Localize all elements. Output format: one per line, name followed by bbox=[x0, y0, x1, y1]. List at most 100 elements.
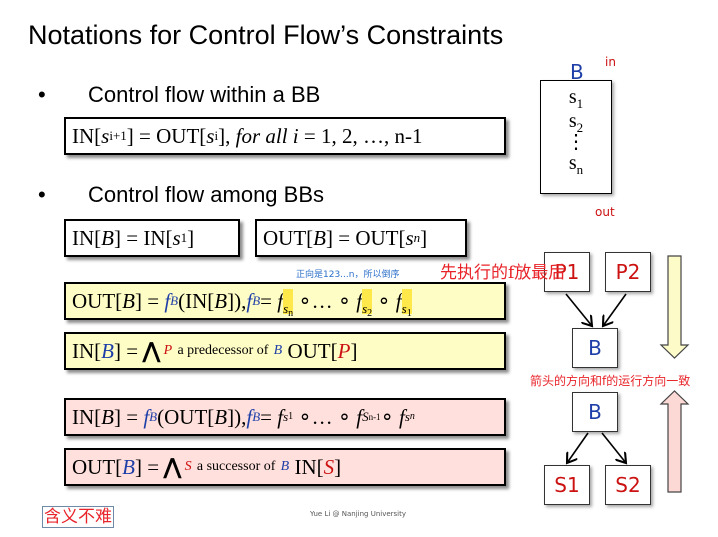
cfg-node-b-forward: B bbox=[572, 328, 618, 368]
bullet-dot: • bbox=[38, 82, 46, 107]
eq-text: a predecessor of bbox=[177, 343, 269, 358]
eq-text: ] = OUT[ bbox=[325, 225, 406, 250]
eq-var: S bbox=[184, 459, 192, 474]
eq-text: IN[ bbox=[72, 338, 102, 363]
eq-func: f bbox=[356, 288, 363, 313]
meet-operator: ⋀ bbox=[163, 454, 182, 480]
eq-var: B bbox=[214, 288, 228, 313]
eq-text: ] = bbox=[134, 288, 160, 313]
eq-text: ] bbox=[334, 454, 342, 479]
slide-title: Notations for Control Flow’s Constraints bbox=[28, 20, 504, 50]
equation-backward-meet: OUT[B] = ⋀S a successor of B IN[S] bbox=[64, 448, 506, 486]
compose-op: ∘ bbox=[337, 288, 351, 313]
cfg-node-s2: S2 bbox=[605, 465, 651, 505]
cfg-node-b-backward: B bbox=[572, 392, 618, 432]
bb-out-label: out bbox=[595, 205, 615, 219]
compose-op: ∘ bbox=[380, 404, 394, 429]
eq-var: B bbox=[122, 288, 135, 313]
eq-text: ] = bbox=[113, 404, 139, 429]
eq-func: f bbox=[277, 404, 284, 429]
compose-op: ∘ bbox=[377, 288, 391, 313]
edge-p1-b bbox=[565, 293, 592, 326]
meet-operator: ⋀ bbox=[142, 338, 161, 364]
bullet-dot: • bbox=[38, 182, 46, 207]
eq-func: f bbox=[277, 288, 284, 313]
eq-var: S bbox=[323, 454, 335, 479]
eq-sub: s bbox=[401, 300, 407, 316]
bb-stmt: sn bbox=[568, 152, 584, 177]
eq-text: ] = bbox=[134, 454, 160, 479]
compose-op: ∘ bbox=[298, 404, 312, 429]
eq-text: ]), bbox=[227, 404, 247, 429]
eq-text: OUT[ bbox=[263, 225, 314, 250]
eq-func: f bbox=[164, 288, 171, 313]
eq-for-all: for all i bbox=[235, 123, 299, 148]
eq-text: = bbox=[260, 288, 272, 313]
eq-text: ], bbox=[218, 123, 231, 148]
eq-var: s bbox=[172, 225, 181, 250]
eq-func: f bbox=[395, 288, 402, 313]
eq-text: ] bbox=[187, 225, 195, 250]
eq-text: OUT[ bbox=[72, 288, 123, 313]
eq-var: B bbox=[273, 343, 283, 358]
eq-func: f bbox=[356, 404, 363, 429]
eq-sub: s bbox=[362, 300, 368, 316]
eq-var: B bbox=[101, 404, 114, 429]
annotation-meaning-easy: 含义不难 bbox=[42, 506, 114, 528]
eq-text: ] bbox=[350, 338, 358, 363]
cfg-node-p2: P2 bbox=[605, 252, 651, 292]
eq-var: B bbox=[280, 459, 290, 474]
annotation-forward-order: 正向是123...n，所以倒序 bbox=[296, 270, 400, 280]
eq-text: ] = IN[ bbox=[113, 225, 173, 250]
eq-text: ]), bbox=[227, 288, 247, 313]
bb-in-label: in bbox=[605, 55, 616, 69]
eq-text: ] bbox=[420, 225, 428, 250]
eq-var: P bbox=[163, 343, 173, 358]
eq-func: f bbox=[143, 404, 150, 429]
eq-func: f bbox=[246, 404, 253, 429]
compose-op: ∘ bbox=[298, 288, 312, 313]
up-arrow-icon bbox=[659, 390, 690, 493]
eq-var: B bbox=[101, 338, 114, 363]
eq-func: f bbox=[398, 404, 405, 429]
bb-label: B bbox=[570, 60, 584, 84]
compose-op: ∘ bbox=[337, 404, 351, 429]
bullet-among-bbs: • Control flow among BBs bbox=[38, 182, 324, 208]
eq-text: … bbox=[311, 404, 333, 429]
cfg-node-p1: P1 bbox=[544, 252, 590, 292]
eq-text: IN[ bbox=[294, 454, 324, 479]
eq-var: s bbox=[101, 123, 110, 148]
eq-text: OUT[ bbox=[72, 454, 123, 479]
bullet-text: Control flow among BBs bbox=[88, 182, 324, 207]
footer-credit: Yue Li @ Nanjing University bbox=[310, 510, 407, 518]
eq-text: OUT[ bbox=[287, 338, 338, 363]
eq-text: = 1, 2, …, n-1 bbox=[303, 123, 423, 148]
eq-sub: 1 bbox=[406, 307, 412, 319]
eq-text: IN[ bbox=[72, 123, 102, 148]
eq-text: IN[ bbox=[72, 404, 102, 429]
eq-func: f bbox=[246, 288, 253, 313]
bb-statement-box: s1 s2 ⋮ sn bbox=[540, 80, 612, 194]
eq-sub: n bbox=[288, 307, 294, 319]
eq-var: B bbox=[101, 225, 114, 250]
equation-forward-meet: IN[B] = ⋀P a predecessor of B OUT[P] bbox=[64, 332, 506, 370]
bb-stmt: s2 bbox=[568, 110, 584, 135]
eq-var: s bbox=[206, 123, 215, 148]
edge-b-s2 bbox=[601, 432, 626, 463]
bb-stmt: s1 bbox=[568, 86, 584, 111]
eq-var: P bbox=[337, 338, 351, 363]
eq-var: B bbox=[313, 225, 326, 250]
eq-text: … bbox=[311, 288, 333, 313]
cfg-node-s1: S1 bbox=[544, 465, 590, 505]
annotation-first-exec-last: 先执行的f放最后 bbox=[440, 263, 566, 283]
eq-text: = bbox=[260, 404, 272, 429]
eq-var: B bbox=[214, 404, 228, 429]
edge-p2-b bbox=[603, 293, 627, 326]
bullet-within-bb: •Control flow within a BB bbox=[38, 82, 320, 108]
down-arrow-icon bbox=[659, 255, 690, 359]
